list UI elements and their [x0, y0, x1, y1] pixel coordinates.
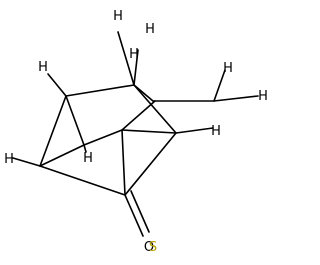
atom-label-layer: H H H H H H H H H O S [4, 9, 268, 255]
bond [130, 190, 150, 233]
bond [39, 165, 126, 196]
atom-label-h: H [113, 9, 123, 24]
bond [121, 129, 126, 196]
bond [121, 100, 156, 131]
atom-label-h: H [38, 60, 48, 75]
bond [124, 132, 177, 196]
bond [175, 127, 214, 134]
bond-layer [12, 31, 259, 237]
atom-label-h: H [211, 124, 221, 139]
bond [39, 95, 67, 167]
bond [213, 95, 259, 102]
bond [133, 84, 177, 134]
atom-label-h: H [83, 151, 93, 166]
bond [124, 194, 144, 237]
atom-label-h: H [129, 47, 139, 62]
bond [65, 84, 135, 97]
bond [133, 49, 139, 86]
bond [83, 129, 123, 146]
bond [47, 73, 67, 97]
bond [12, 157, 41, 167]
bond [65, 95, 85, 146]
bond [121, 129, 177, 134]
bond [83, 144, 87, 153]
atom-label-h: H [145, 22, 155, 37]
molecule-diagram: H H H H H H H H H O S [4, 9, 268, 255]
bond [117, 31, 135, 86]
atom-label-h: H [258, 89, 268, 104]
atom-label-o: O [144, 240, 154, 255]
atom-label-h: H [223, 61, 233, 76]
bond [39, 144, 85, 167]
bond [133, 84, 154, 102]
atom-label-s: S [149, 240, 157, 255]
bond [213, 69, 226, 102]
atom-label-h: H [4, 152, 14, 167]
